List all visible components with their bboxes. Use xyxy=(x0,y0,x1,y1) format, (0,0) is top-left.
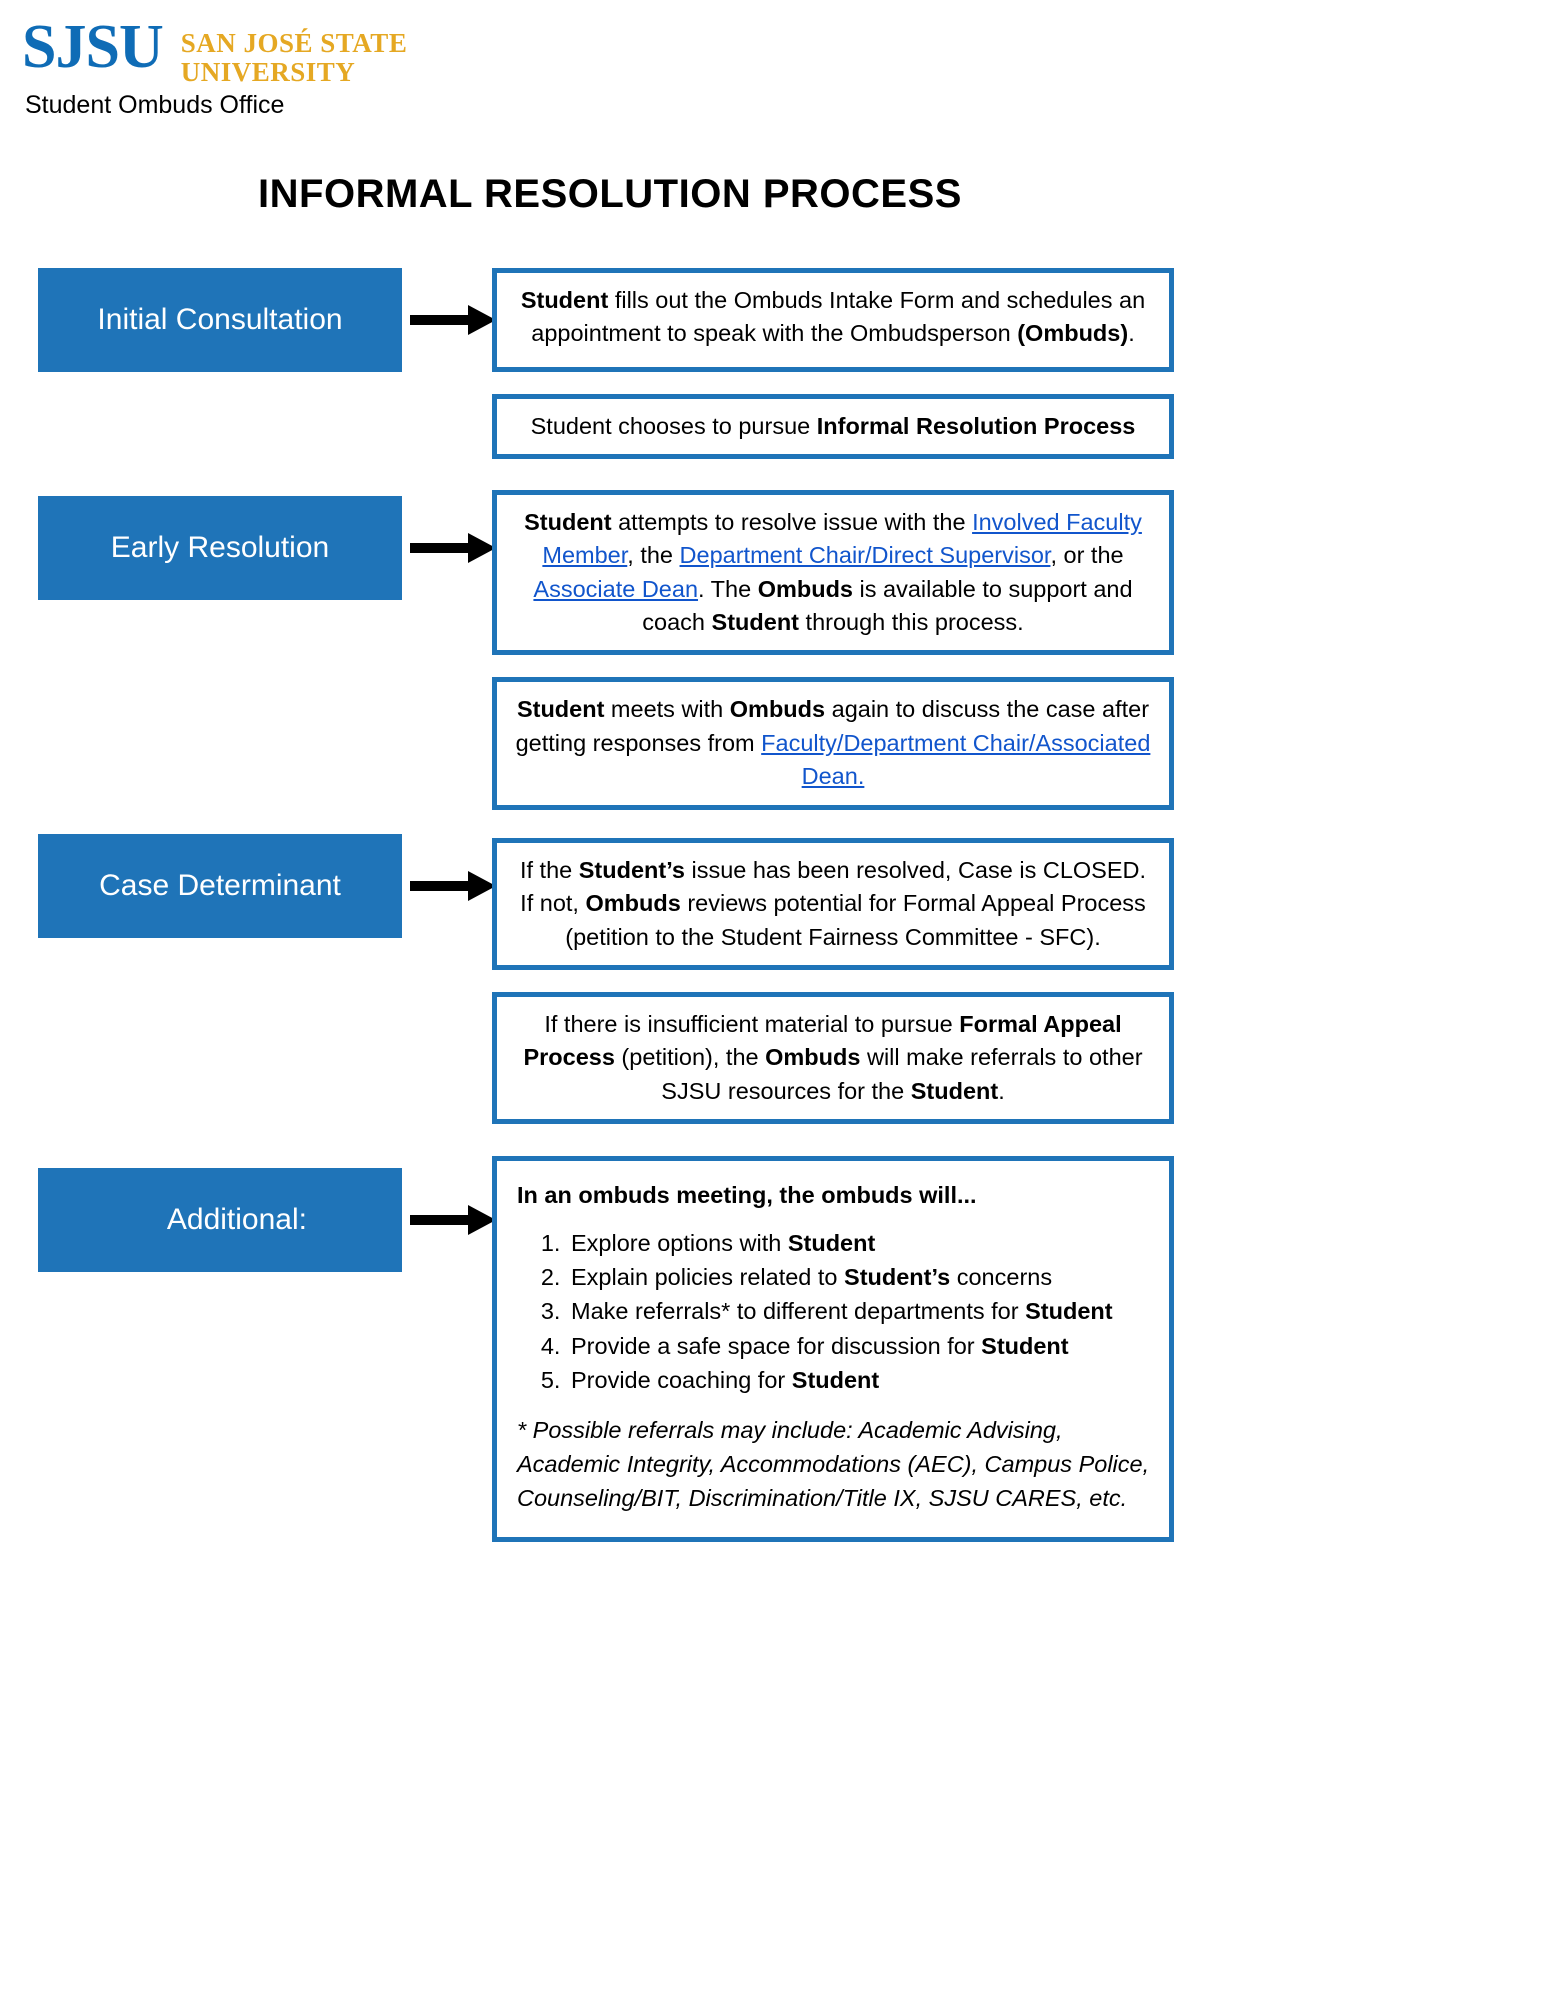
text-fragment: is available to support and coach xyxy=(642,575,1133,636)
sjsu-wordmark: SJSU xyxy=(22,13,164,81)
logo-line-2: UNIVERSITY xyxy=(180,57,356,88)
sjsu-university-name: SAN JOSÉ STATE UNIVERSITY xyxy=(181,18,408,87)
arrow-icon-initial xyxy=(410,303,496,337)
text-fragment: issue has been resolved, Case is CLOSED.… xyxy=(520,857,1147,917)
office-name: Student Ombuds Office xyxy=(25,91,285,120)
text-fragment: , the xyxy=(627,542,680,569)
stage-label: Early Resolution xyxy=(110,531,330,564)
boxes-initial-consultation: Student fills out the Ombuds Intake Form… xyxy=(492,268,1174,481)
text-fragment: Explore options with xyxy=(571,1230,788,1257)
additional-heading: In an ombuds meeting, the ombuds will... xyxy=(517,1182,977,1208)
text-box-intake-form: Student fills out the Ombuds Intake Form… xyxy=(492,268,1174,372)
list-item: Explore options with Student xyxy=(567,1226,1151,1260)
text-fragment: will make referrals to other SJSU resour… xyxy=(661,1044,1143,1104)
boxes-early-resolution: Student attempts to resolve issue with t… xyxy=(492,490,1174,832)
bold-student: Student xyxy=(1025,1298,1113,1325)
text-fragment: concerns xyxy=(950,1264,1053,1291)
text-fragment: fills out the Ombuds Intake Form and sch… xyxy=(531,287,1146,347)
text-fragment: attempts to resolve issue with the xyxy=(611,509,973,535)
list-item: Explain policies related to Student’s co… xyxy=(567,1260,1151,1294)
text-fragment: . The xyxy=(698,575,758,602)
bold-ombuds: Ombuds xyxy=(765,1044,861,1071)
arrow-icon-additional xyxy=(410,1203,496,1237)
text-fragment: If the xyxy=(519,857,579,883)
additional-footnote: * Possible referrals may include: Academ… xyxy=(517,1416,1150,1511)
text-fragment: through this process. xyxy=(799,609,1024,636)
text-fragment: Provide a safe space for discussion for xyxy=(571,1332,982,1359)
page-title: INFORMAL RESOLUTION PROCESS xyxy=(258,172,962,216)
text-box-choose-informal: Student chooses to pursue Informal Resol… xyxy=(492,394,1174,460)
text-fragment: meets with xyxy=(604,696,730,723)
text-fragment: , or the xyxy=(1050,542,1124,569)
text-box-meets-again: Student meets with Ombuds again to discu… xyxy=(492,677,1174,810)
bold-ombuds: Ombuds xyxy=(585,890,681,917)
bold-formal-appeal-process: Formal Appeal Process xyxy=(523,1011,1122,1071)
text-box-attempt-resolve: Student attempts to resolve issue with t… xyxy=(492,490,1174,656)
stage-label: Additional: xyxy=(166,1203,307,1236)
text-fragment: again to discuss the case after getting … xyxy=(515,696,1150,756)
boxes-additional: In an ombuds meeting, the ombuds will...… xyxy=(492,1156,1174,1564)
bold-student: Student xyxy=(910,1077,999,1104)
bold-ombuds: (Ombuds) xyxy=(1017,320,1129,347)
stage-initial-consultation[interactable]: Initial Consultation xyxy=(38,268,402,372)
stage-label: Initial Consultation xyxy=(97,303,343,336)
link-involved-faculty-member[interactable]: Involved Faculty Member xyxy=(542,509,1142,569)
text-fragment: Student chooses to pursue xyxy=(530,413,817,439)
bold-student: Student xyxy=(791,1366,880,1393)
boxes-case-determinant: If the Student’s issue has been resolved… xyxy=(492,838,1174,1146)
text-fragment: (petition), the xyxy=(614,1044,766,1071)
bold-student: Student xyxy=(524,509,612,535)
stage-case-determinant[interactable]: Case Determinant xyxy=(38,834,402,938)
bold-student: Student xyxy=(711,609,800,636)
bold-ombuds: Ombuds xyxy=(729,696,826,723)
list-item: Make referrals* to different departments… xyxy=(567,1294,1151,1328)
text-fragment: Explain policies related to xyxy=(571,1264,845,1291)
link-faculty-department-chair-associated-dean[interactable]: Faculty/Department Chair/Associated Dean… xyxy=(761,729,1151,790)
logo-line-1: SAN JOSÉ STATE xyxy=(180,28,408,58)
text-fragment: Provide coaching for xyxy=(571,1366,792,1393)
arrow-icon-early xyxy=(410,531,496,565)
text-box-insufficient-material: If there is insufficient material to pur… xyxy=(492,992,1174,1125)
text-fragment: reviews potential for Formal Appeal Proc… xyxy=(565,890,1146,950)
bold-ombuds: Ombuds xyxy=(757,575,853,602)
bold-student: Student xyxy=(516,696,605,723)
stage-early-resolution[interactable]: Early Resolution xyxy=(38,496,402,600)
list-item: Provide a safe space for discussion for … xyxy=(567,1329,1151,1363)
text-box-ombuds-meeting: In an ombuds meeting, the ombuds will...… xyxy=(492,1156,1174,1542)
text-box-case-closed-or-appeal: If the Student’s issue has been resolved… xyxy=(492,838,1174,971)
bold-informal-resolution-process: Informal Resolution Process xyxy=(816,413,1136,439)
bold-students: Student’s xyxy=(578,857,685,883)
bold-student: Student xyxy=(520,287,609,313)
bold-students: Student’s xyxy=(844,1264,951,1291)
link-department-chair-direct-supervisor[interactable]: Department Chair/Direct Supervisor xyxy=(679,542,1051,569)
bold-student: Student xyxy=(787,1230,876,1257)
page-header: SJSU SAN JOSÉ STATE UNIVERSITY Student O… xyxy=(22,13,622,120)
list-item: Provide coaching for Student xyxy=(567,1363,1151,1397)
stage-label: Case Determinant xyxy=(99,869,341,902)
bold-student: Student xyxy=(981,1332,1069,1359)
link-associate-dean[interactable]: Associate Dean xyxy=(533,575,699,602)
arrow-icon-case xyxy=(410,869,496,903)
text-fragment: If there is insufficient material to pur… xyxy=(544,1011,960,1038)
stage-additional[interactable]: Additional: xyxy=(38,1168,402,1272)
text-fragment: Make referrals* to different departments… xyxy=(571,1298,1026,1325)
text-fragment: . xyxy=(1128,320,1135,347)
additional-list: Explore options with Student Explain pol… xyxy=(515,1226,1151,1396)
sjsu-logo: SJSU SAN JOSÉ STATE UNIVERSITY xyxy=(22,13,622,87)
text-fragment: . xyxy=(998,1077,1005,1104)
